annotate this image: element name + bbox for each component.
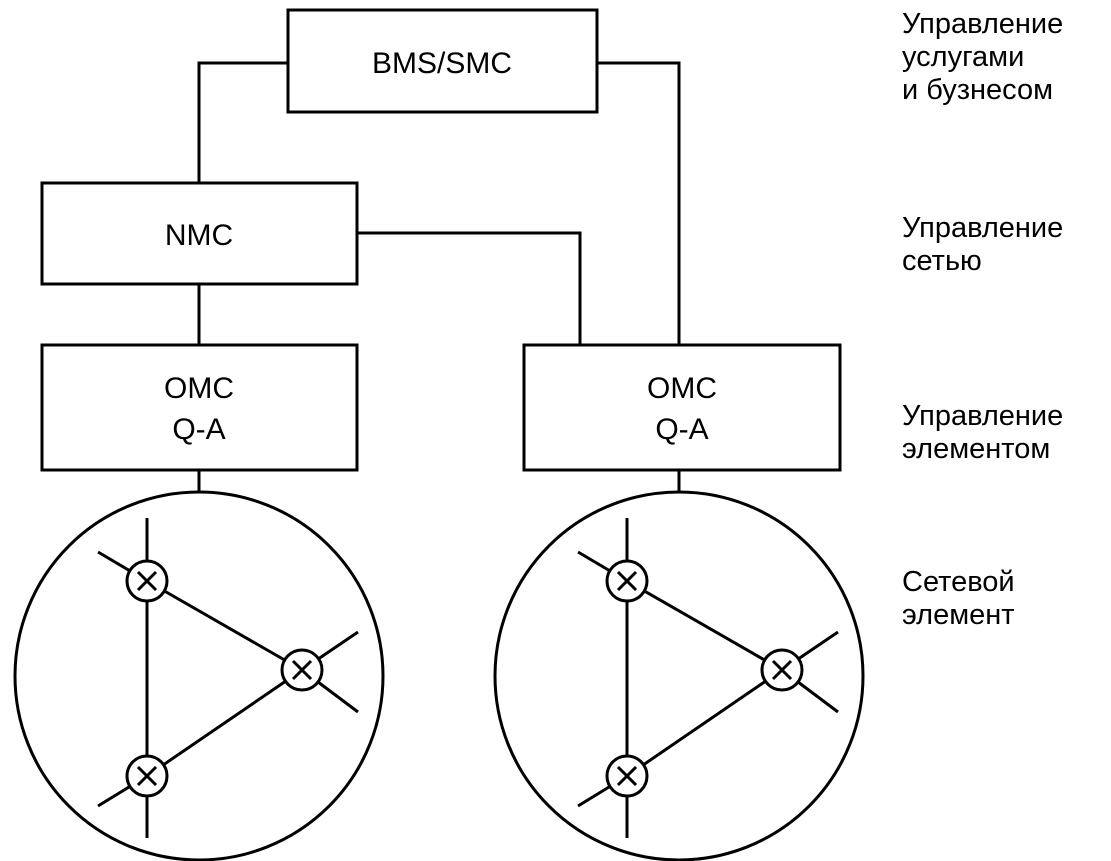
level-label-element: Управление элементом <box>902 400 1063 466</box>
node-icon <box>125 754 169 798</box>
omc-right-label-line2: Q-A <box>655 413 708 446</box>
network-element-left-ring <box>13 490 385 861</box>
level-label-network-element: Сетевой элемент <box>902 566 1015 632</box>
node-icon <box>125 559 169 603</box>
level-label-line: услугами <box>902 41 1025 73</box>
level-label-line: Сетевой <box>902 566 1015 598</box>
nmc-box: NMC <box>40 181 359 286</box>
network-element-right <box>493 490 865 861</box>
level-label-service-business: Управление услугами и бузнесом <box>902 8 1063 107</box>
bms-smc-box: BMS/SMC <box>286 8 599 114</box>
level-label-line: Управление <box>902 8 1064 40</box>
level-label-line: Управление <box>902 212 1064 244</box>
level-label-line: Управление <box>902 400 1064 432</box>
level-label-network: Управление сетью <box>902 212 1063 278</box>
node-icon <box>760 648 804 692</box>
omc-left-box: OMC Q-A <box>40 343 359 472</box>
network-element-left <box>13 490 385 861</box>
level-label-line: элемент <box>902 599 1015 631</box>
node-icon <box>605 754 649 798</box>
omc-left-label-line2: Q-A <box>172 413 225 446</box>
node-icon <box>280 648 324 692</box>
level-label-line: и бузнесом <box>902 74 1054 106</box>
level-label-line: элементом <box>902 433 1051 465</box>
omc-right-box: OMC Q-A <box>522 343 842 472</box>
connector-lines <box>197 61 681 493</box>
omc-left-label-line1: OMC <box>164 372 234 405</box>
connector-bms-to-nmc <box>197 61 288 183</box>
level-label-line: сетью <box>902 245 982 277</box>
bms-smc-label: BMS/SMC <box>372 47 512 80</box>
connector-bms-to-omc-right <box>597 61 681 345</box>
nmc-label: NMC <box>165 219 233 252</box>
network-element-right-ring <box>493 490 865 861</box>
omc-right-label-line1: OMC <box>647 372 717 405</box>
connector-nmc-to-omc-right <box>357 231 582 345</box>
node-icon <box>605 559 649 603</box>
